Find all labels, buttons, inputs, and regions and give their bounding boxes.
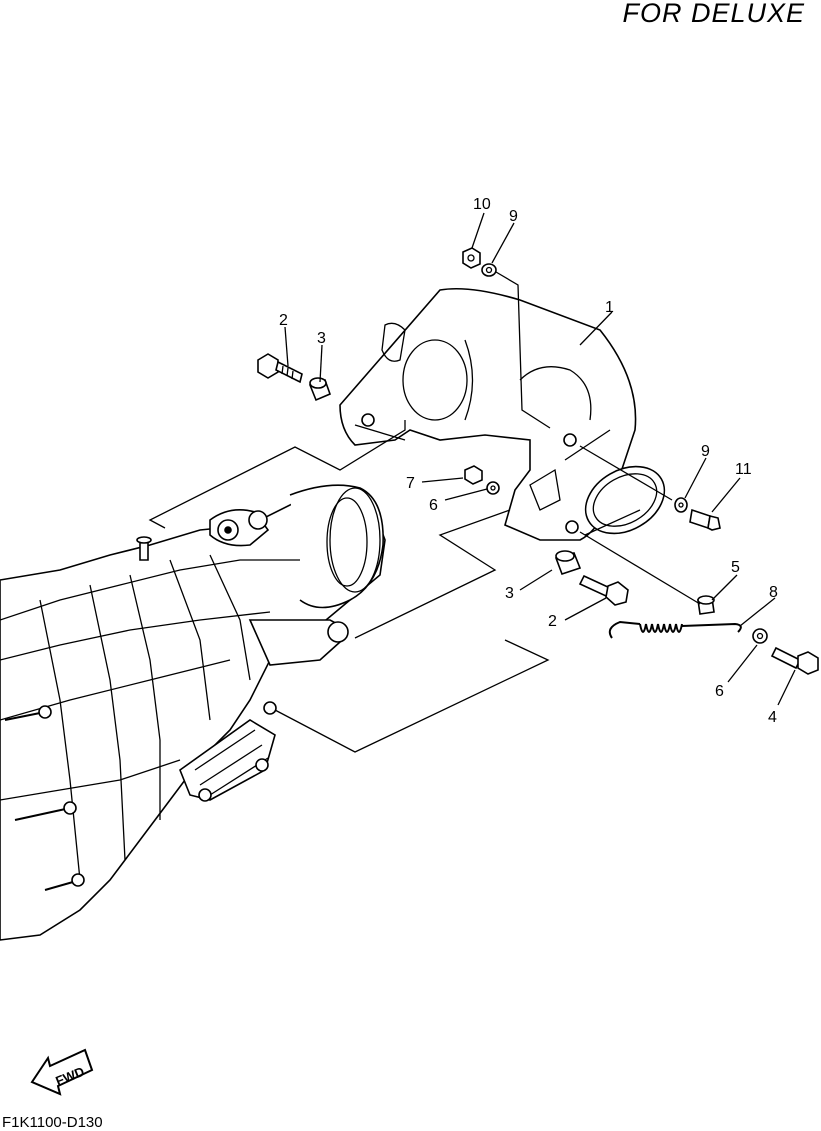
callout-6-upper: 6 xyxy=(429,497,438,514)
part-8-spring xyxy=(608,620,742,639)
callout-3-lower: 3 xyxy=(505,585,514,602)
part-6-washer-upper xyxy=(486,481,500,495)
part-10-nut xyxy=(462,247,481,269)
part-4-bolt xyxy=(770,646,819,675)
assembly-guide-lines xyxy=(148,271,701,753)
fwd-label: FWD xyxy=(53,1064,86,1089)
part-9-washer-right xyxy=(674,497,688,513)
part-2-bolt-upper xyxy=(257,353,303,384)
callout-9-right: 9 xyxy=(701,443,710,460)
part-7-nut xyxy=(464,465,483,485)
callout-3-upper: 3 xyxy=(317,330,326,347)
page-title: FOR DELUXE xyxy=(622,0,805,28)
callout-10: 10 xyxy=(473,196,491,213)
callout-7: 7 xyxy=(406,475,415,492)
callout-8: 8 xyxy=(769,584,778,601)
part-5-collar xyxy=(697,595,715,615)
callout-9-upper: 9 xyxy=(509,208,518,225)
part-1-nozzle-bracket xyxy=(339,287,666,541)
callout-6-lower: 6 xyxy=(715,683,724,700)
forward-arrow-icon: FWD xyxy=(30,1048,94,1096)
callout-1: 1 xyxy=(605,299,614,316)
callout-11: 11 xyxy=(735,461,752,478)
leader-lines xyxy=(284,212,796,706)
callout-numbers: 1 2 3 10 9 7 6 9 11 3 2 5 8 6 4 xyxy=(279,196,778,726)
callout-2-upper: 2 xyxy=(279,312,288,329)
part-9-washer xyxy=(481,263,497,277)
jet-pump-assembly xyxy=(0,484,386,941)
callout-5: 5 xyxy=(731,559,740,576)
part-11-bolt xyxy=(689,508,721,531)
callout-2-lower: 2 xyxy=(548,613,557,630)
part-3-collar-lower xyxy=(554,550,582,576)
part-2-bolt-lower xyxy=(578,574,629,606)
part-6-washer-lower xyxy=(752,628,768,644)
diagram-code: F1K1100-D130 xyxy=(2,1114,103,1131)
callout-4: 4 xyxy=(768,709,777,726)
